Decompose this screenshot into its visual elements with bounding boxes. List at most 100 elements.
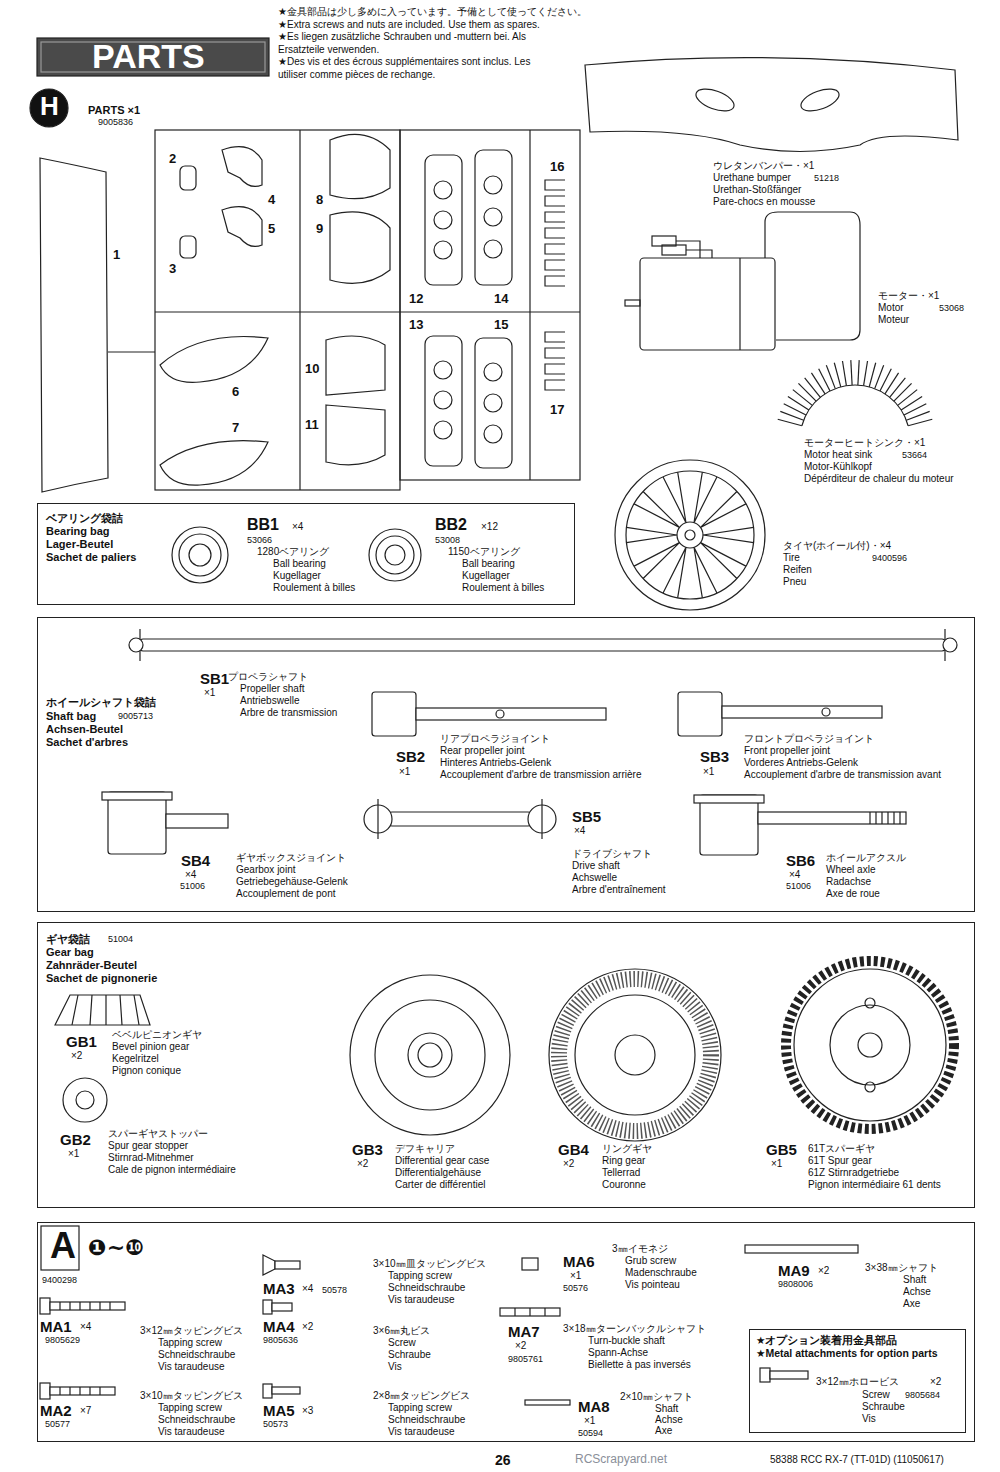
parts-tree-part: [484, 425, 502, 443]
part-code: 8: [316, 193, 323, 208]
part-text: プロペラシャフト: [228, 671, 308, 683]
part-text: ×12: [481, 521, 498, 533]
gears-part: [549, 969, 721, 1141]
part-text: Tellerrad: [602, 1167, 640, 1179]
shafts-part: [700, 795, 758, 855]
heat-sink-fin: [842, 361, 846, 386]
motor: [625, 212, 860, 350]
wheel-spoke: [703, 527, 754, 542]
part-text: Pignon conique: [112, 1065, 181, 1077]
bag-text: ❶~❿: [88, 1235, 144, 1260]
shafts-part: [416, 708, 606, 720]
part-text: Vis taraudeuse: [158, 1426, 225, 1438]
urethane-bumper-part: [585, 58, 958, 152]
part-text: Roulement à billes: [273, 582, 355, 594]
heat-sink-fin: [858, 360, 859, 385]
part-code: 5: [268, 222, 275, 237]
title-banner-part: [37, 38, 269, 76]
heat-sink-fin: [851, 360, 852, 385]
part-text: Tapping screw: [158, 1337, 222, 1349]
screw-icons-part: [272, 1303, 292, 1311]
part-text: ウレタンバンパー・×1: [713, 160, 814, 172]
part-text: Kugellager: [273, 570, 321, 582]
part-code: SB2: [396, 748, 425, 765]
part-text: utiliser comme pièces de rechange.: [278, 69, 435, 81]
part-text: ベベルピニオンギヤ: [112, 1029, 202, 1041]
part-code: GB2: [60, 1131, 91, 1148]
part-code: MA4: [263, 1318, 295, 1335]
part-code: 13: [409, 318, 423, 333]
part-text: 3×12㎜ホロービス: [816, 1376, 899, 1388]
part-text: Achse: [655, 1414, 683, 1426]
parts-tree-part: [425, 336, 462, 466]
screw-icons-part: [263, 1255, 275, 1275]
bag-text: 9400298: [42, 1275, 77, 1285]
bag-text: Gear bag: [46, 946, 94, 959]
heat-sink-band: [802, 385, 908, 426]
part-text: Vis pointeau: [625, 1279, 680, 1291]
part-code: 2: [169, 152, 176, 167]
parts-tree-part: [425, 155, 462, 285]
part-code: SB4: [181, 852, 210, 869]
screw-icons-part: [500, 1308, 560, 1316]
bearings-part: [179, 534, 221, 576]
part-code: SB6: [786, 852, 815, 869]
part-text: デフキャリア: [395, 1143, 455, 1155]
part-text: Bevel pinion gear: [112, 1041, 189, 1053]
part-text: ×7: [80, 1405, 91, 1417]
part-text: ×1: [204, 687, 215, 699]
part-text: Madenschraube: [625, 1267, 697, 1279]
part-code: SB1: [200, 670, 229, 687]
gears-part: [63, 1078, 107, 1122]
bag-heading: ★オプション装着用金具部品: [756, 1334, 897, 1346]
heat-sink-fin: [894, 383, 912, 401]
heat-sink-fin: [793, 390, 812, 406]
part-text: ×4: [185, 869, 196, 881]
heat-sink-fin: [885, 373, 899, 394]
shafts-part: [822, 708, 830, 716]
parts-tree-part: [299, 130, 300, 490]
parts-tree-part: [475, 338, 512, 468]
part-text: Ersatzteile verwenden.: [278, 44, 379, 56]
title-banner: [37, 38, 269, 76]
part-text: Vis: [862, 1413, 876, 1425]
screw-icons-part: [275, 1261, 300, 1269]
heat-sink-fin: [788, 396, 809, 410]
part-text: 9805761: [508, 1354, 543, 1364]
screw-icons-part: [525, 1400, 570, 1405]
part-text: ×4: [302, 1283, 313, 1295]
parts-tree-part: [484, 176, 502, 194]
gears-part: [72, 995, 139, 1025]
gears-part: [559, 979, 711, 1131]
part-text: Grub screw: [625, 1255, 676, 1267]
bearings-part: [376, 536, 414, 574]
part-text: 9805684: [905, 1390, 940, 1400]
shafts-part: [541, 799, 542, 839]
part-text: ×1: [703, 766, 714, 778]
part-text: Motor-Kühlkopf: [804, 461, 872, 473]
parts-tree-part: [475, 150, 512, 285]
part-code: MA9: [778, 1262, 810, 1279]
screw-icons-part: [515, 1308, 545, 1316]
part-text: Front propeller joint: [744, 745, 830, 757]
part-code: GB5: [766, 1141, 797, 1158]
part-text: Schneidschraube: [388, 1414, 465, 1426]
part-text: Pignon intermédiaire 61 dents: [808, 1179, 941, 1191]
gears-part: [615, 1035, 655, 1075]
part-text: 53664: [902, 450, 927, 460]
part-text: Accouplement d'arbre de transmission ava…: [744, 769, 941, 781]
part-text: Moteur: [878, 314, 909, 326]
part-text: 3×6㎜丸ビス: [373, 1325, 430, 1337]
part-text: ×2: [357, 1158, 368, 1170]
part-text: Spann-Achse: [588, 1347, 648, 1359]
part-text: Vis taraudeuse: [158, 1361, 225, 1373]
part-text: 50578: [322, 1285, 347, 1295]
parts-tree-part: [155, 311, 580, 312]
bag-text: Shaft bag: [46, 710, 96, 723]
bag-text: ★Metal attachments for option parts: [756, 1347, 938, 1359]
part-text: ×2: [71, 1050, 82, 1062]
part-text: Cale de pignon intermédiaire: [108, 1164, 236, 1176]
parts-tree-part: [545, 180, 565, 286]
part-code: MA2: [40, 1402, 72, 1419]
